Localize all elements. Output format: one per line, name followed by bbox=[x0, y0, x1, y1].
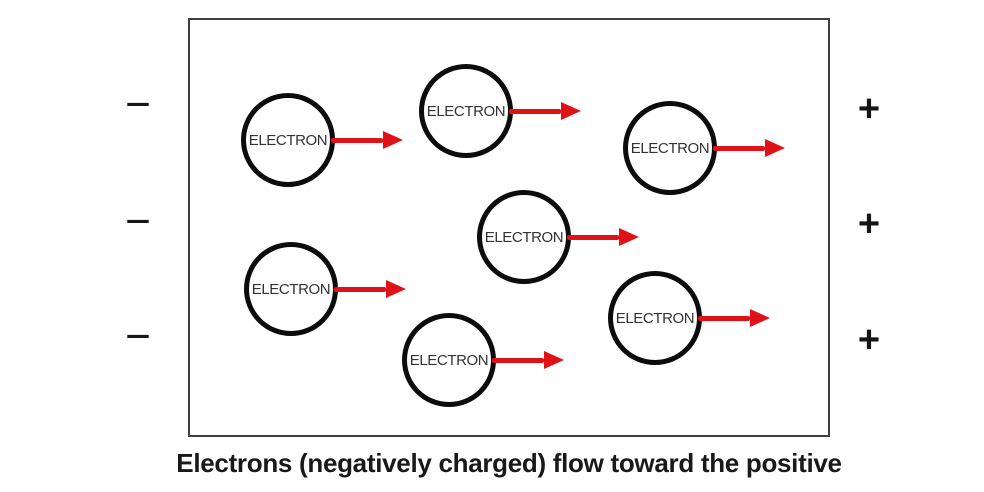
electron-node: ELECTRON bbox=[419, 64, 581, 158]
electron-circle: ELECTRON bbox=[477, 190, 571, 284]
negative-terminal-symbol: − bbox=[125, 80, 151, 129]
flow-arrow-icon bbox=[492, 351, 564, 369]
electron-circle: ELECTRON bbox=[608, 271, 702, 365]
positive-terminal-symbol: + bbox=[857, 203, 881, 245]
electron-circle: ELECTRON bbox=[402, 313, 496, 407]
flow-arrow-head bbox=[544, 351, 564, 369]
flow-arrow-head bbox=[750, 309, 770, 327]
electron-circle: ELECTRON bbox=[241, 93, 335, 187]
flow-arrow-icon bbox=[713, 139, 785, 157]
electron-label: ELECTRON bbox=[248, 131, 328, 149]
positive-terminal-symbol: + bbox=[857, 88, 881, 130]
flow-arrow-shaft bbox=[331, 137, 383, 143]
flow-arrow-shaft bbox=[698, 315, 750, 321]
electron-node: ELECTRON bbox=[608, 271, 770, 365]
electron-label: ELECTRON bbox=[630, 139, 710, 157]
flow-arrow-icon bbox=[331, 131, 403, 149]
flow-arrow-head bbox=[619, 228, 639, 246]
flow-arrow-icon bbox=[567, 228, 639, 246]
flow-arrow-shaft bbox=[509, 108, 561, 114]
positive-terminal-symbol: + bbox=[857, 319, 881, 361]
electron-node: ELECTRON bbox=[477, 190, 639, 284]
flow-arrow-icon bbox=[698, 309, 770, 327]
electron-circle: ELECTRON bbox=[244, 242, 338, 336]
flow-arrow-head bbox=[383, 131, 403, 149]
electron-label: ELECTRON bbox=[484, 228, 564, 246]
flow-arrow-icon bbox=[509, 102, 581, 120]
electron-node: ELECTRON bbox=[402, 313, 564, 407]
flow-arrow-head bbox=[765, 139, 785, 157]
flow-arrow-shaft bbox=[713, 145, 765, 151]
flow-arrow-icon bbox=[334, 280, 406, 298]
diagram-caption: Electrons (negatively charged) flow towa… bbox=[176, 448, 842, 478]
electron-node: ELECTRON bbox=[244, 242, 406, 336]
flow-arrow-shaft bbox=[567, 234, 619, 240]
electron-node: ELECTRON bbox=[241, 93, 403, 187]
negative-terminal-symbol: − bbox=[125, 312, 151, 361]
flow-arrow-head bbox=[386, 280, 406, 298]
flow-arrow-shaft bbox=[492, 357, 544, 363]
electron-label: ELECTRON bbox=[426, 102, 506, 120]
negative-terminal-symbol: − bbox=[125, 197, 151, 246]
flow-arrow-shaft bbox=[334, 286, 386, 292]
electron-circle: ELECTRON bbox=[623, 101, 717, 195]
electron-label: ELECTRON bbox=[615, 309, 695, 327]
electron-label: ELECTRON bbox=[251, 280, 331, 298]
electron-label: ELECTRON bbox=[409, 351, 489, 369]
electron-circle: ELECTRON bbox=[419, 64, 513, 158]
electron-node: ELECTRON bbox=[623, 101, 785, 195]
flow-arrow-head bbox=[561, 102, 581, 120]
